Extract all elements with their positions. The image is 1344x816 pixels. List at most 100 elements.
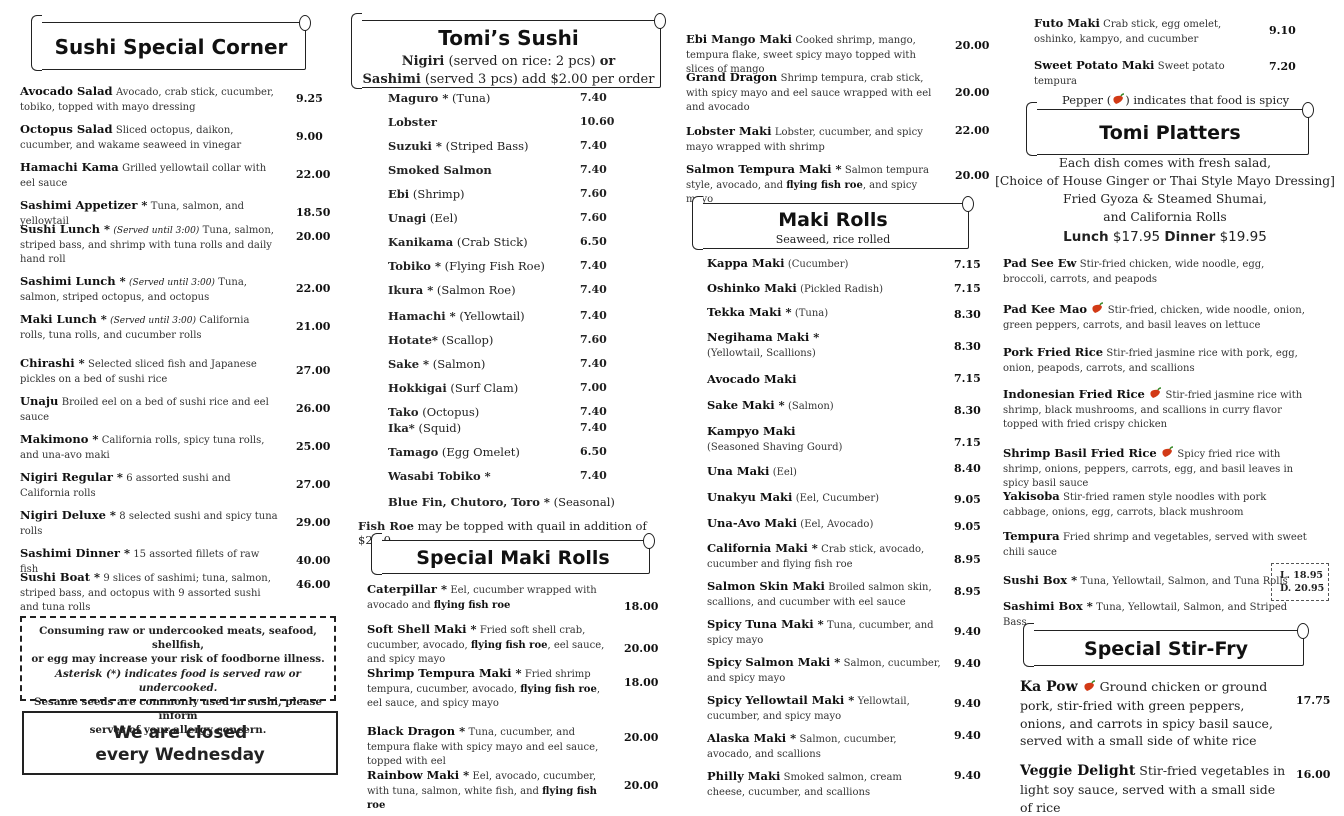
item-price: 7.15 [954,258,981,271]
nigiri-sub: (Scallop) [441,333,494,347]
item-desc: Lobster, cucumber, and spicy mayo wrappe… [686,127,923,153]
item-name: Sashimi Dinner * [20,546,130,560]
nigiri-sub: (Seasonal) [553,495,615,509]
item-price: 9.10 [1269,24,1296,37]
item-name: Negihama Maki * [707,330,820,344]
item-note: (Served until 3:00) [129,278,215,288]
item-desc: (Eel, Avocado) [800,519,874,530]
item-price: 9.40 [954,769,981,782]
menu-item: Sushi Lunch * (Served until 3:00) Tuna, … [20,222,278,267]
nigiri-item: Ebi (Shrimp) [388,187,465,201]
item-desc: Tuna, salmon, striped octopus, and octop… [20,277,247,303]
menu-item: Avocado Salad Avocado, crab stick, cucum… [20,84,278,114]
nigiri-item: Suzuki * (Striped Bass) [388,139,529,153]
maki-rolls-subtitle: Seaweed, rice rolled [775,233,891,246]
warning-line: Asterisk (*) indicates food is served ra… [55,667,301,694]
item-price: 25.00 [296,440,331,453]
item-price: 22.00 [296,282,331,295]
nigiri-name: Maguro * [388,91,449,105]
nigiri-item: Lobster [388,115,437,129]
item-price: 7.15 [954,372,981,385]
column-maki: Ebi Mango Maki Cooked shrimp, mango, tem… [675,0,995,816]
dinner-label: Dinner [1164,229,1216,245]
platters-line: Each dish comes with fresh salad, [1058,156,1272,170]
nigiri-item: Blue Fin, Chutoro, Toro * (Seasonal) [388,495,615,509]
nigiri-sub: (Salmon) [432,357,486,371]
item-desc: (Salmon) [787,401,834,412]
nigiri-name: Ikura * [388,283,434,297]
maki-item: Spicy Salmon Maki * Salmon, cucumber, an… [707,655,943,685]
special-stirfry-banner: Special Stir-Fry [1023,623,1309,667]
nigiri-name: Hamachi * [388,309,456,323]
platter-item: Pad See Ew Stir-fried chicken, wide nood… [1003,256,1309,286]
item-name: Makimono * [20,432,99,446]
item-name: Sushi Box * [1003,573,1078,587]
item-name: Veggie Delight [1020,763,1136,779]
item-price: 9.40 [954,625,981,638]
item-desc: Broiled salmon skin, scallions, and cucu… [707,582,932,608]
nigiri-name: Suzuki * [388,139,442,153]
item-price: 20.00 [296,230,331,243]
item-price: 27.00 [296,364,331,377]
menu-item: Nigiri Deluxe * 8 selected sushi and spi… [20,508,278,538]
menu-item: Sashimi Lunch * (Served until 3:00) Tuna… [20,274,278,304]
item-price: 9.00 [296,130,323,143]
item-name: Alaska Maki * [707,731,797,745]
item-desc: California rolls, tuna rolls, and cucumb… [20,315,250,341]
item-name: Shrimp Tempura Maki * [367,666,522,680]
sashimi-label: Sashimi [362,72,421,87]
item-desc: (Tuna) [794,308,829,319]
item-desc: Selected sliced fish and Japanese pickle… [20,359,257,385]
item-desc: California rolls, spicy tuna rolls, and … [20,435,265,461]
item-price: 9.40 [954,729,981,742]
nigiri-price: 6.50 [580,445,607,458]
item-name: California Maki * [707,541,818,555]
item-desc: Fried shrimp and vegetables, served with… [1003,532,1307,558]
pepper-note-b: ) indicates that food is spicy [1125,93,1290,107]
item-price: 7.20 [1269,60,1296,73]
item-desc: Stir-fried ramen style noodles with pork… [1003,492,1267,518]
maki-item: Sake Maki * (Salmon) [707,398,943,414]
box-price-tag: L. 18.95 D. 20.95 [1271,563,1329,601]
item-desc: Stir-fried jasmine rice with pork, egg, … [1003,348,1298,374]
item-desc: Tuna, Yellowtail, Salmon, and Striped Ba… [1003,602,1288,628]
nigiri-price: 7.40 [580,259,607,272]
item-desc: Ground chicken or ground pork, stir-frie… [1020,679,1273,748]
platters-prices: Lunch $17.95 Dinner $19.95 [995,226,1335,248]
item-desc: (Pickled Radish) [800,284,884,295]
item-price: 20.00 [624,731,659,744]
maki-item: Avocado Maki [707,372,943,388]
item-highlight: flying fish roe [520,683,597,695]
item-desc: Stir-fried, chicken, wide noodle, onion,… [1003,305,1305,331]
item-desc: Fried shrimp tempura, cucumber, avocado, [367,669,591,695]
item-name: Black Dragon * [367,724,466,738]
item-desc: Tuna, cucumber, and tempura flake with s… [367,727,599,768]
item-name: Spicy Salmon Maki * [707,655,841,669]
closed-line: every Wednesday [95,745,265,765]
platter-item: Sushi Box * Tuna, Yellowtail, Salmon, an… [1003,573,1293,589]
item-name: Ka Pow [1020,679,1078,695]
nigiri-name: Blue Fin, Chutoro, Toro * [388,495,550,509]
nigiri-name: Lobster [388,115,437,129]
item-name: Shrimp Basil Fried Rice [1003,446,1157,460]
platter-item: Sashimi Box * Tuna, Yellowtail, Salmon, … [1003,599,1293,629]
item-desc: Salmon, cucumber, and spicy mayo [707,658,941,684]
or-label: or [599,54,616,69]
special-maki-banner: Special Maki Rolls [371,533,655,575]
maki-item: Tekka Maki * (Tuna) [707,305,943,321]
nigiri-sub: (Salmon Roe) [436,283,516,297]
nigiri-item: Hokkigai (Surf Clam) [388,381,518,395]
menu-item: Hamachi Kama Grilled yellowtail collar w… [20,160,278,190]
item-desc: Smoked salmon, cream cheese, cucumber, a… [707,772,902,798]
platter-item: Yakisoba Stir-fried ramen style noodles … [1003,489,1309,519]
item-name: Spicy Yellowtail Maki * [707,693,855,707]
item-name: Oshinko Maki [707,281,797,295]
item-desc: 15 assorted fillets of raw fish [20,549,260,575]
item-name: Chirashi * [20,356,85,370]
nigiri-item: Smoked Salmon [388,163,492,177]
platter-item: Shrimp Basil Fried Rice Spicy fried rice… [1003,446,1309,491]
nigiri-item: Hotate* (Scallop) [388,333,493,347]
item-price: 22.00 [296,168,331,181]
nigiri-sub: (Tuna) [452,91,491,105]
platter-item: Pork Fried Rice Stir-fried jasmine rice … [1003,345,1309,375]
